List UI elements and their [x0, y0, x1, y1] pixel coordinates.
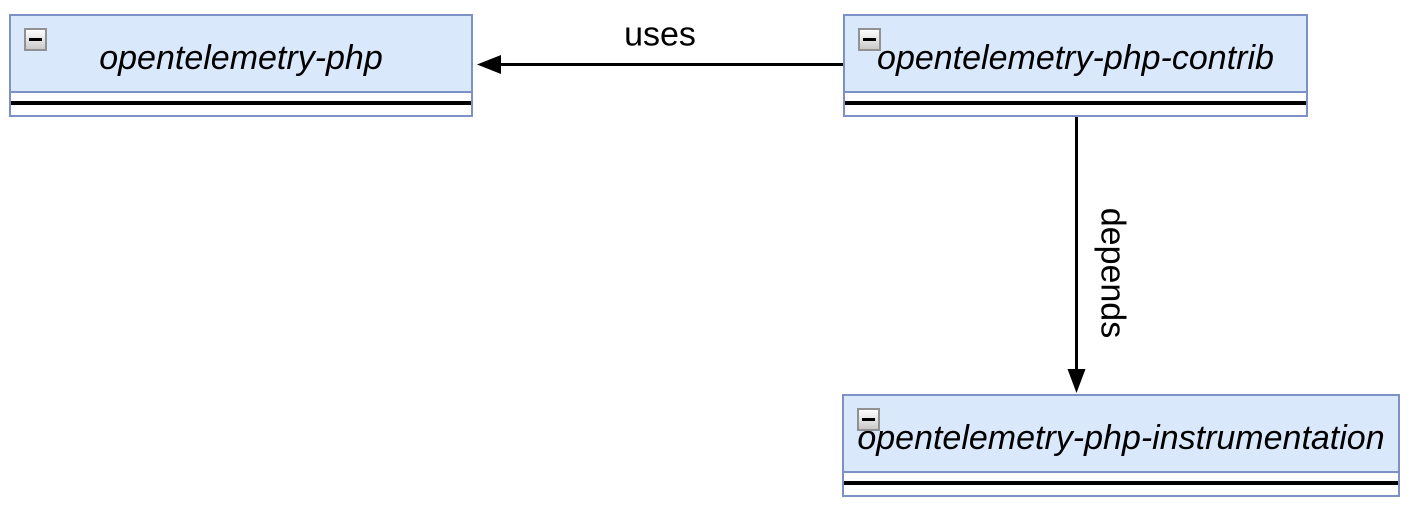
- edge-label-depends: depends: [1093, 207, 1132, 339]
- node-label: opentelemetry-php-instrumentation: [857, 419, 1385, 457]
- compartment-separator: [11, 101, 471, 105]
- collapse-button[interactable]: [857, 408, 880, 431]
- node-header: opentelemetry-php: [11, 16, 471, 93]
- collapse-button[interactable]: [858, 28, 881, 51]
- depends-arrowhead: [1067, 369, 1086, 393]
- collapse-button[interactable]: [24, 28, 47, 51]
- edge-label-uses: uses: [624, 15, 696, 54]
- node-opentelemetry-php-instrumentation[interactable]: opentelemetry-php-instrumentation: [842, 394, 1400, 497]
- node-opentelemetry-php[interactable]: opentelemetry-php: [9, 14, 473, 117]
- node-header: opentelemetry-php-contrib: [845, 16, 1306, 93]
- node-compartment: [844, 473, 1398, 495]
- minus-icon: [862, 418, 875, 421]
- uses-arrowhead: [477, 55, 501, 74]
- node-label: opentelemetry-php-contrib: [877, 39, 1274, 77]
- node-compartment: [845, 93, 1306, 115]
- node-header: opentelemetry-php-instrumentation: [844, 396, 1398, 473]
- node-opentelemetry-php-contrib[interactable]: opentelemetry-php-contrib: [843, 14, 1308, 117]
- node-label: opentelemetry-php: [99, 39, 383, 77]
- node-compartment: [11, 93, 471, 115]
- compartment-separator: [845, 101, 1306, 105]
- compartment-separator: [844, 481, 1398, 485]
- minus-icon: [29, 38, 42, 41]
- minus-icon: [863, 38, 876, 41]
